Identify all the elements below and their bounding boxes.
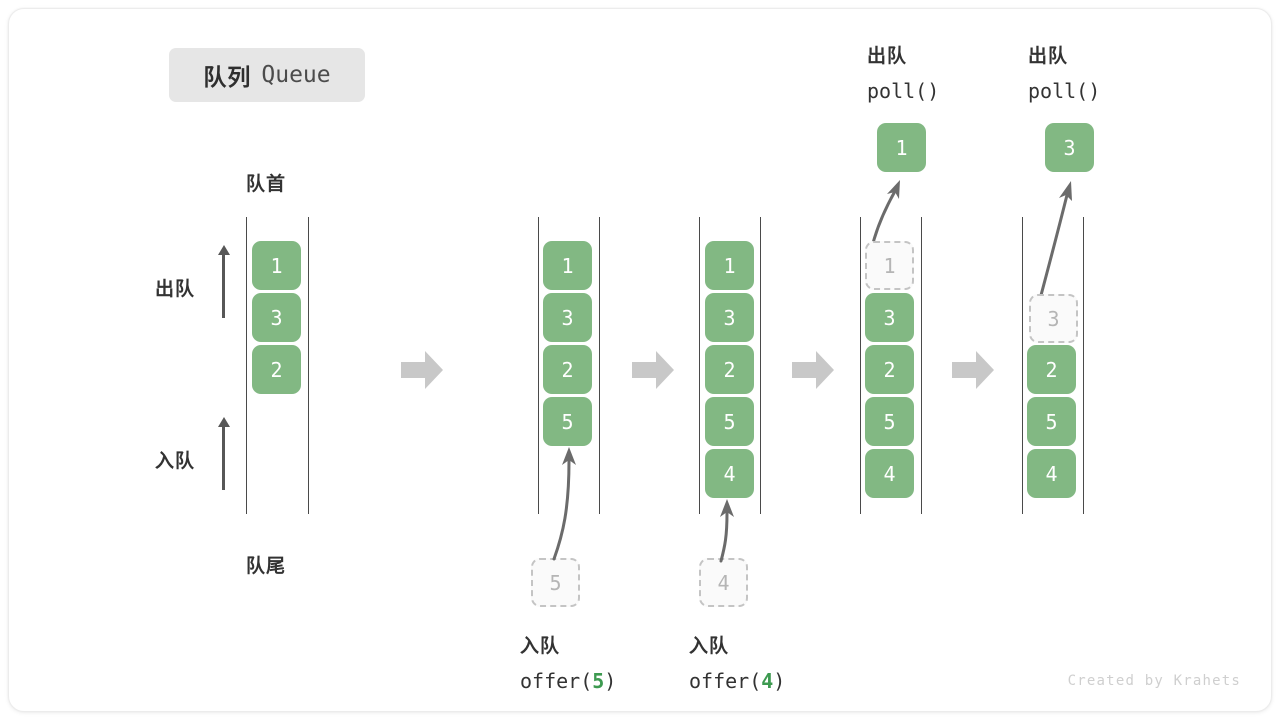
poll-arrow-icon	[1038, 181, 1072, 301]
queue-element: 2	[543, 345, 592, 394]
caption-code: poll()	[1028, 79, 1101, 103]
step-arrow-2-icon	[632, 351, 674, 389]
queue-element: 1	[543, 241, 592, 290]
queue-element: 5	[865, 397, 914, 446]
dequeue-label: 出队	[155, 279, 196, 300]
ghost-element: 3	[1029, 294, 1078, 343]
queue-element: 3	[252, 293, 301, 342]
enqueue-label: 入队	[155, 451, 196, 472]
queue-element: 5	[705, 397, 754, 446]
caption-cn: 入队	[689, 636, 730, 657]
queue-rail-right	[1083, 217, 1084, 514]
caption-cn: 入队	[520, 636, 561, 657]
caption-cn: 出队	[1028, 46, 1069, 67]
caption-offer-5: 入队 offer(5)	[520, 629, 616, 699]
queue-element: 2	[705, 345, 754, 394]
queue-element-new: 5	[543, 397, 592, 446]
queue-element: 2	[1027, 345, 1076, 394]
queue-rail-left	[860, 217, 861, 514]
queue-element: 3	[865, 293, 914, 342]
queue-element: 4	[1027, 449, 1076, 498]
diagram-card: 队列 Queue 队首 队尾 出队 入队 1 3 2 1 3 2 5 5	[8, 8, 1272, 712]
ghost-element: 4	[699, 558, 748, 607]
caption-poll-3: 出队 poll()	[1028, 39, 1100, 109]
queue-rail-left	[246, 217, 247, 514]
queue-element: 1	[252, 241, 301, 290]
queue-rail-right	[760, 217, 761, 514]
queue-element-new: 4	[705, 449, 754, 498]
credit-text: Created by Krahets	[1067, 673, 1241, 689]
caption-code: offer(5)	[520, 669, 617, 693]
title-badge-en: Queue	[261, 62, 331, 88]
step-arrow-4-icon	[952, 351, 994, 389]
queue-rail-left	[1022, 217, 1023, 514]
queue-element: 2	[865, 345, 914, 394]
enqueue-arrow-icon	[719, 499, 734, 563]
queue-element: 3	[543, 293, 592, 342]
queue-element: 1	[705, 241, 754, 290]
queue-rear-label: 队尾	[246, 556, 287, 577]
queue-element: 3	[705, 293, 754, 342]
ghost-element: 5	[531, 558, 580, 607]
queue-rail-left	[538, 217, 539, 514]
caption-poll-1: 出队 poll()	[867, 39, 939, 109]
queue-front-label: 队首	[246, 174, 287, 195]
queue-element: 5	[1027, 397, 1076, 446]
caption-cn: 出队	[867, 46, 908, 67]
queue-rail-right	[921, 217, 922, 514]
step-arrow-1-icon	[401, 351, 443, 389]
title-badge: 队列 Queue	[169, 48, 365, 102]
queue-rail-right	[308, 217, 309, 514]
poll-output-element: 3	[1045, 123, 1094, 172]
caption-code: offer(4)	[689, 669, 786, 693]
queue-element: 4	[865, 449, 914, 498]
title-badge-cn: 队列	[203, 64, 252, 90]
step-arrow-3-icon	[792, 351, 834, 389]
queue-element: 2	[252, 345, 301, 394]
poll-output-element: 1	[877, 123, 926, 172]
caption-code: poll()	[867, 79, 940, 103]
queue-rail-right	[599, 217, 600, 514]
ghost-element: 1	[865, 241, 914, 290]
caption-offer-4: 入队 offer(4)	[689, 629, 785, 699]
queue-rail-left	[699, 217, 700, 514]
enqueue-arrow-icon	[552, 447, 576, 561]
